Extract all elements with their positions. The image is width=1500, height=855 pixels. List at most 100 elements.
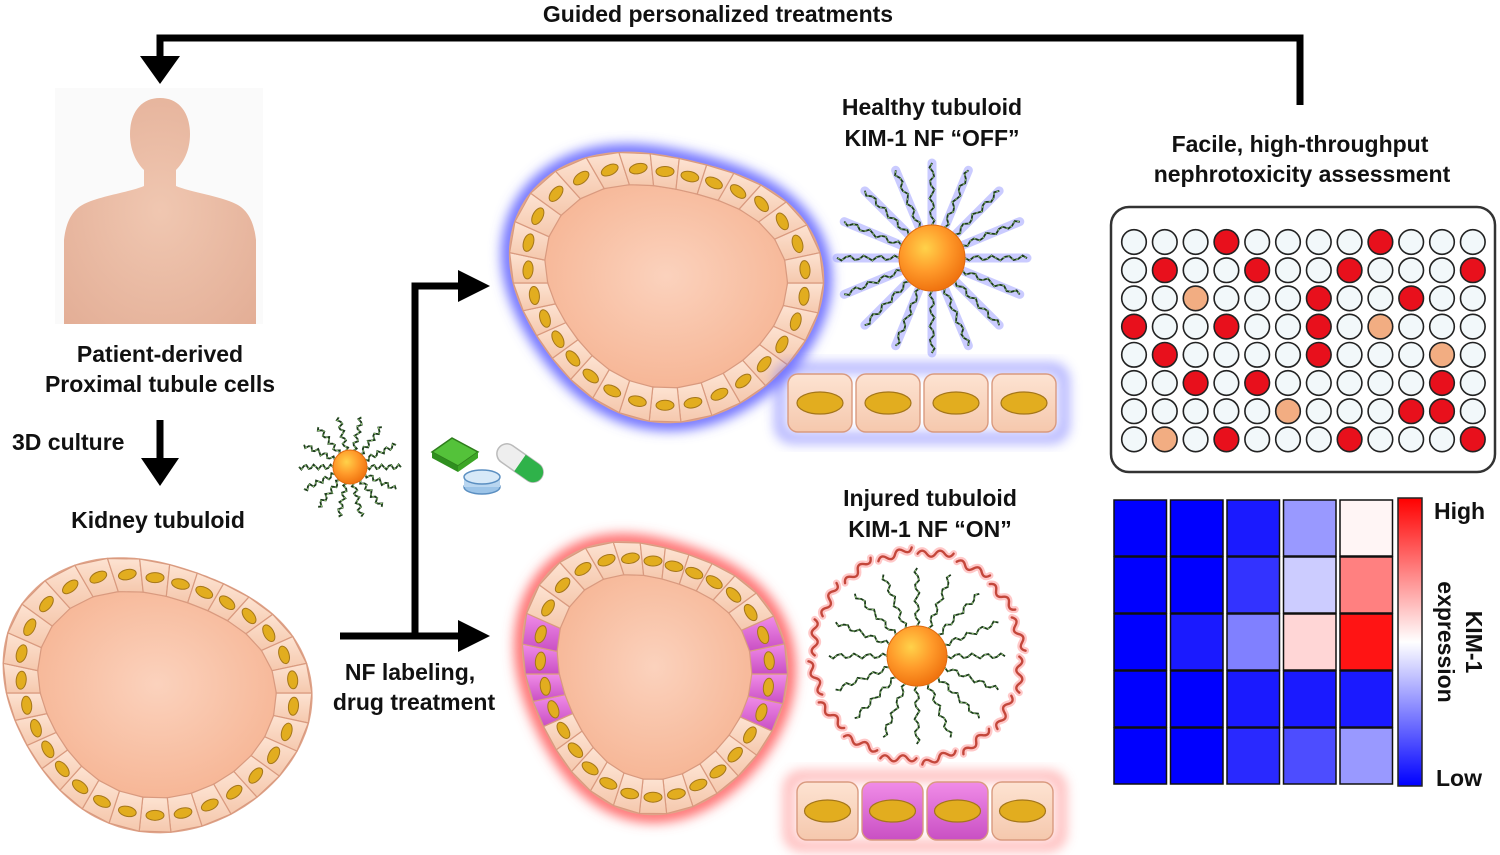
plate-well (1367, 426, 1394, 453)
plate-well (1213, 426, 1240, 453)
cell-nucleus (248, 767, 264, 784)
cell-nucleus (41, 740, 55, 759)
plate-well (1428, 426, 1456, 453)
plate-well (1244, 398, 1271, 425)
plate-well (1398, 369, 1425, 397)
treatment-label-line1: NF labeling, (345, 659, 475, 685)
released-flare (959, 725, 993, 758)
feedback-arrow-label: Guided personalized treatments (543, 1, 893, 27)
cell-nucleus (173, 807, 193, 819)
plate-well (1428, 398, 1456, 425)
patient-label-line1: Patient-derived (77, 341, 243, 367)
plate-well (1151, 398, 1178, 425)
plate-well (1459, 228, 1486, 256)
cell-nucleus (534, 651, 546, 671)
plate-well (1428, 369, 1456, 397)
plate-well (1120, 228, 1148, 256)
plate-well (1336, 228, 1363, 256)
cell-nucleus (932, 391, 980, 415)
plate-well (1336, 257, 1363, 284)
plate-well (1367, 228, 1394, 256)
plate-well (1182, 398, 1209, 425)
injured-label-line2: KIM-1 NF “ON” (848, 516, 1012, 542)
cell-nucleus (89, 570, 108, 584)
cell-nucleus (727, 746, 743, 763)
plate-well (1398, 341, 1425, 368)
cell-nucleus (683, 396, 703, 409)
cell-nucleus (241, 607, 257, 625)
plate-well (1274, 313, 1302, 340)
plate-well (1244, 369, 1271, 397)
cell-nucleus (664, 560, 684, 572)
cell-nucleus (599, 777, 618, 790)
plate-well (1367, 313, 1394, 340)
plate-well (1459, 313, 1486, 340)
plate-well (1274, 426, 1302, 453)
cell-nucleus (267, 746, 281, 765)
cell-nucleus (287, 696, 300, 716)
cell-nucleus (1000, 391, 1048, 415)
cell-nucleus (789, 312, 802, 331)
plate-well (1305, 228, 1332, 256)
heatmap-cell (1226, 556, 1281, 614)
scale-title-line1: KIM-1 (1461, 611, 1487, 674)
cell-nucleus (528, 286, 540, 305)
cell-nucleus (287, 670, 299, 690)
cell-nucleus (756, 356, 772, 373)
dna-strand (927, 574, 952, 630)
arrow-head-right-icon (458, 620, 490, 652)
heatmap-cell (1113, 613, 1168, 671)
cell-nucleus (620, 787, 640, 800)
cell-nucleus (643, 791, 663, 803)
heatmap-cell (1226, 499, 1281, 557)
dna-strand (881, 574, 908, 629)
plate-well (1305, 369, 1332, 397)
dna-strand (882, 682, 907, 738)
layer-glow (784, 771, 1066, 851)
plate-well (1305, 398, 1332, 425)
heatmap-cell (1226, 670, 1281, 728)
released-flare (815, 698, 848, 732)
plate-well (1336, 426, 1363, 453)
plate-well (1398, 257, 1425, 284)
plate-well (1459, 369, 1486, 397)
plate-well (1213, 369, 1240, 397)
arrow-head-right-icon (458, 270, 490, 302)
cell-nucleus (145, 572, 165, 584)
well-plate-wells (1120, 228, 1486, 453)
assessment-label-line1: Facile, high-throughput (1172, 131, 1429, 157)
cell-nucleus (685, 566, 704, 580)
plate-well (1274, 398, 1302, 425)
plate-well (1428, 257, 1456, 284)
plate-well (1151, 313, 1178, 340)
plate-well (1367, 398, 1394, 425)
plate-well (1274, 257, 1302, 284)
plate-well (1244, 313, 1271, 340)
plate-well (1336, 341, 1363, 368)
patient-label-line2: Proximal tubule cells (45, 371, 275, 397)
cell-nucleus (39, 595, 54, 613)
gold-core (898, 224, 966, 292)
cell-nucleus (171, 578, 190, 590)
cell-nucleus (522, 233, 535, 252)
cell-nucleus (689, 778, 708, 792)
cell-nucleus (574, 561, 592, 576)
cell-nucleus (775, 335, 789, 354)
cell-nucleus (655, 165, 675, 177)
plate-well (1367, 341, 1394, 368)
gold-core (886, 625, 948, 687)
cell-nucleus (803, 799, 852, 823)
cell-nucleus (21, 695, 33, 715)
dna-strand (937, 593, 980, 636)
cell-nucleus (600, 163, 619, 177)
assessment-label-line2: nephrotoxicity assessment (1154, 161, 1451, 187)
cell-nucleus (547, 700, 560, 719)
plate-well (1305, 341, 1332, 368)
plate-well (1151, 426, 1178, 453)
heatmap-cell (1282, 613, 1337, 671)
heatmap-cell (1169, 727, 1224, 785)
cell-nucleus (71, 779, 89, 795)
cell-nucleus (667, 788, 686, 800)
cell-nucleus (582, 368, 599, 384)
